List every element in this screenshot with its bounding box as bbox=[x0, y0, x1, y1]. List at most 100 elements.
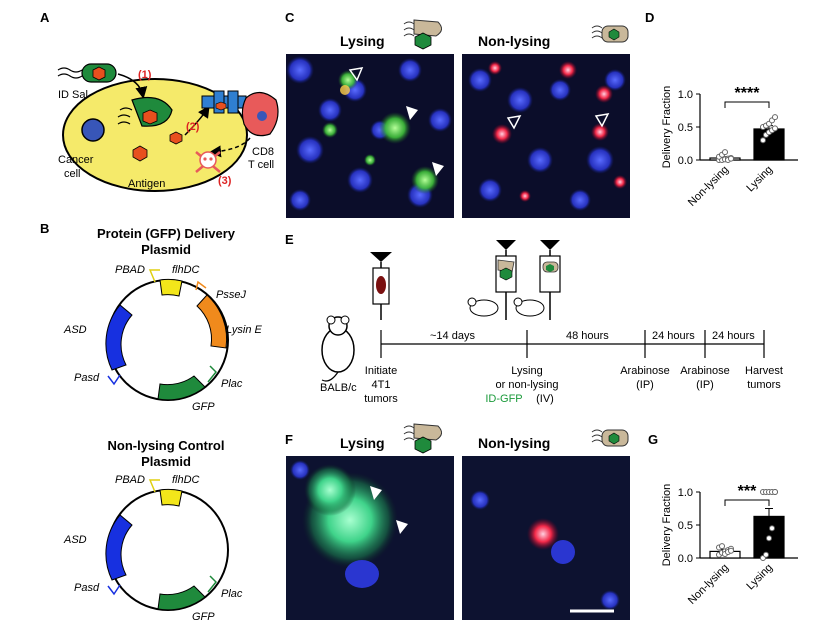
plasmid1-title-line1: Protein (GFP) Delivery bbox=[97, 226, 236, 241]
nonlysing-bacterium-icon bbox=[591, 25, 629, 43]
flhdc-label-2: flhDC bbox=[172, 474, 200, 486]
hollow-arrowhead bbox=[594, 113, 610, 128]
y-tick-label: 0.0 bbox=[678, 155, 693, 167]
hollow-arrowhead bbox=[506, 115, 522, 130]
plasmid2-flhdc-segment bbox=[159, 488, 183, 507]
pasd-promoter-2 bbox=[107, 584, 121, 596]
pasd-label-2: Pasd bbox=[74, 582, 100, 594]
nonlysing-bacterium-icon bbox=[591, 429, 629, 447]
panel-label-f: F bbox=[285, 432, 293, 447]
data-point bbox=[772, 114, 778, 121]
plasmid1-gfp-segment bbox=[157, 375, 206, 401]
data-point bbox=[772, 489, 778, 495]
nucleus-shape bbox=[600, 590, 620, 610]
interval-label: ~14 days bbox=[430, 330, 475, 342]
step-3-label: (3) bbox=[218, 175, 232, 187]
cell-label: cell bbox=[64, 168, 81, 180]
cd8-label: CD8 bbox=[252, 146, 274, 158]
interval-label: 48 hours bbox=[566, 330, 609, 342]
event-label: tumors bbox=[747, 379, 781, 391]
mouse-icon bbox=[321, 315, 355, 382]
panel-label-e: E bbox=[285, 232, 294, 247]
asd-label-1: ASD bbox=[63, 324, 87, 336]
pssej-label: PsseJ bbox=[216, 289, 246, 301]
event-label: (IP) bbox=[636, 379, 654, 391]
nucleus-shape bbox=[551, 540, 575, 564]
cancer-label: Cancer bbox=[58, 154, 94, 166]
red-cell-signal bbox=[527, 518, 559, 550]
y-tick-label: 0.0 bbox=[678, 553, 693, 565]
plasmid1-asd-segment bbox=[105, 304, 133, 371]
panel-c-nonlysing-title: Non-lysing bbox=[478, 33, 550, 49]
y-tick-label: 1.0 bbox=[678, 487, 693, 499]
pasd-promoter-1 bbox=[107, 374, 121, 386]
pssej-promoter bbox=[195, 280, 207, 291]
panel-label-c: C bbox=[285, 10, 295, 25]
antigen-hexagon bbox=[169, 131, 183, 145]
y-tick-label: 0.5 bbox=[678, 122, 693, 134]
antigen-hexagon bbox=[132, 145, 148, 162]
event-label: (IP) bbox=[696, 379, 714, 391]
plac-label-2: Plac bbox=[221, 588, 243, 600]
y-tick-label: 0.5 bbox=[678, 520, 693, 532]
event-label: Arabinose bbox=[680, 365, 730, 377]
plac-promoter-2 bbox=[207, 575, 218, 593]
lysed-bacterium-icon bbox=[117, 97, 173, 127]
y-axis-label: Delivery Fraction bbox=[661, 86, 673, 169]
event-label: Initiate bbox=[365, 365, 397, 377]
nucleus-shape bbox=[290, 460, 310, 480]
data-point bbox=[760, 137, 766, 144]
arrow-1 bbox=[117, 73, 148, 99]
panel-a-schematic: ID Sal (1) (2) CD8 T cell bbox=[57, 63, 279, 192]
data-point bbox=[719, 543, 725, 550]
event-label: Arabinose bbox=[620, 365, 670, 377]
data-point bbox=[763, 551, 769, 558]
tcell-label: T cell bbox=[248, 159, 274, 171]
x-tick-label: Non-lysing bbox=[686, 164, 731, 209]
flhdc-label-1: flhDC bbox=[172, 264, 200, 276]
lysing-micrograph-green-signal bbox=[322, 70, 439, 194]
data-point bbox=[722, 149, 728, 156]
y-tick-label: 1.0 bbox=[678, 89, 693, 101]
nonlysing-micrograph-nuclei bbox=[468, 68, 626, 211]
arrow-2 bbox=[184, 105, 210, 136]
arrowhead bbox=[406, 106, 418, 120]
iv-label: (IV) bbox=[536, 393, 554, 405]
arrowhead bbox=[432, 162, 444, 176]
nonlysing-micrograph-red-signal bbox=[488, 61, 627, 202]
panel-b-plasmids: Protein (GFP) Delivery Plasmid PBAD flhD… bbox=[63, 226, 263, 623]
panel-label-g: G bbox=[648, 432, 658, 447]
plasmid2-backbone bbox=[107, 489, 229, 611]
pasd-label-1: Pasd bbox=[74, 372, 100, 384]
id-sal-label: ID Sal bbox=[58, 89, 88, 101]
asd-label-2: ASD bbox=[63, 534, 87, 546]
skull-icon bbox=[195, 151, 221, 173]
plasmid2-title-line1: Non-lysing Control bbox=[108, 438, 225, 453]
y-axis-label: Delivery Fraction bbox=[661, 484, 673, 567]
syringe-icon bbox=[370, 252, 392, 320]
plasmid1-title-line2: Plasmid bbox=[141, 242, 191, 257]
antigen-label: Antigen bbox=[128, 178, 165, 190]
mouse-icon bbox=[467, 297, 499, 317]
plasmid1-flhdc-segment bbox=[159, 278, 183, 297]
panel-f-micrographs: Lysing Non-lysing bbox=[286, 423, 630, 620]
bacterium-icon bbox=[57, 63, 117, 83]
event-label: or non-lysing bbox=[496, 379, 559, 391]
lysing-bacterium-icon bbox=[403, 423, 442, 454]
data-point bbox=[769, 525, 775, 532]
data-point bbox=[728, 155, 734, 162]
event-label: Harvest bbox=[745, 365, 783, 377]
panel-label-a: A bbox=[40, 10, 50, 25]
panel-label-b: B bbox=[40, 221, 49, 236]
lysing-bacterium-icon bbox=[403, 19, 442, 50]
panel-label-d: D bbox=[645, 10, 654, 25]
panel-c-lysing-title: Lysing bbox=[340, 33, 385, 49]
event-label: Lysing bbox=[511, 365, 542, 377]
data-point bbox=[766, 535, 772, 542]
plac-promoter-1 bbox=[207, 365, 218, 383]
x-tick-label: Lysing bbox=[744, 562, 775, 593]
significance-bracket bbox=[724, 499, 770, 506]
